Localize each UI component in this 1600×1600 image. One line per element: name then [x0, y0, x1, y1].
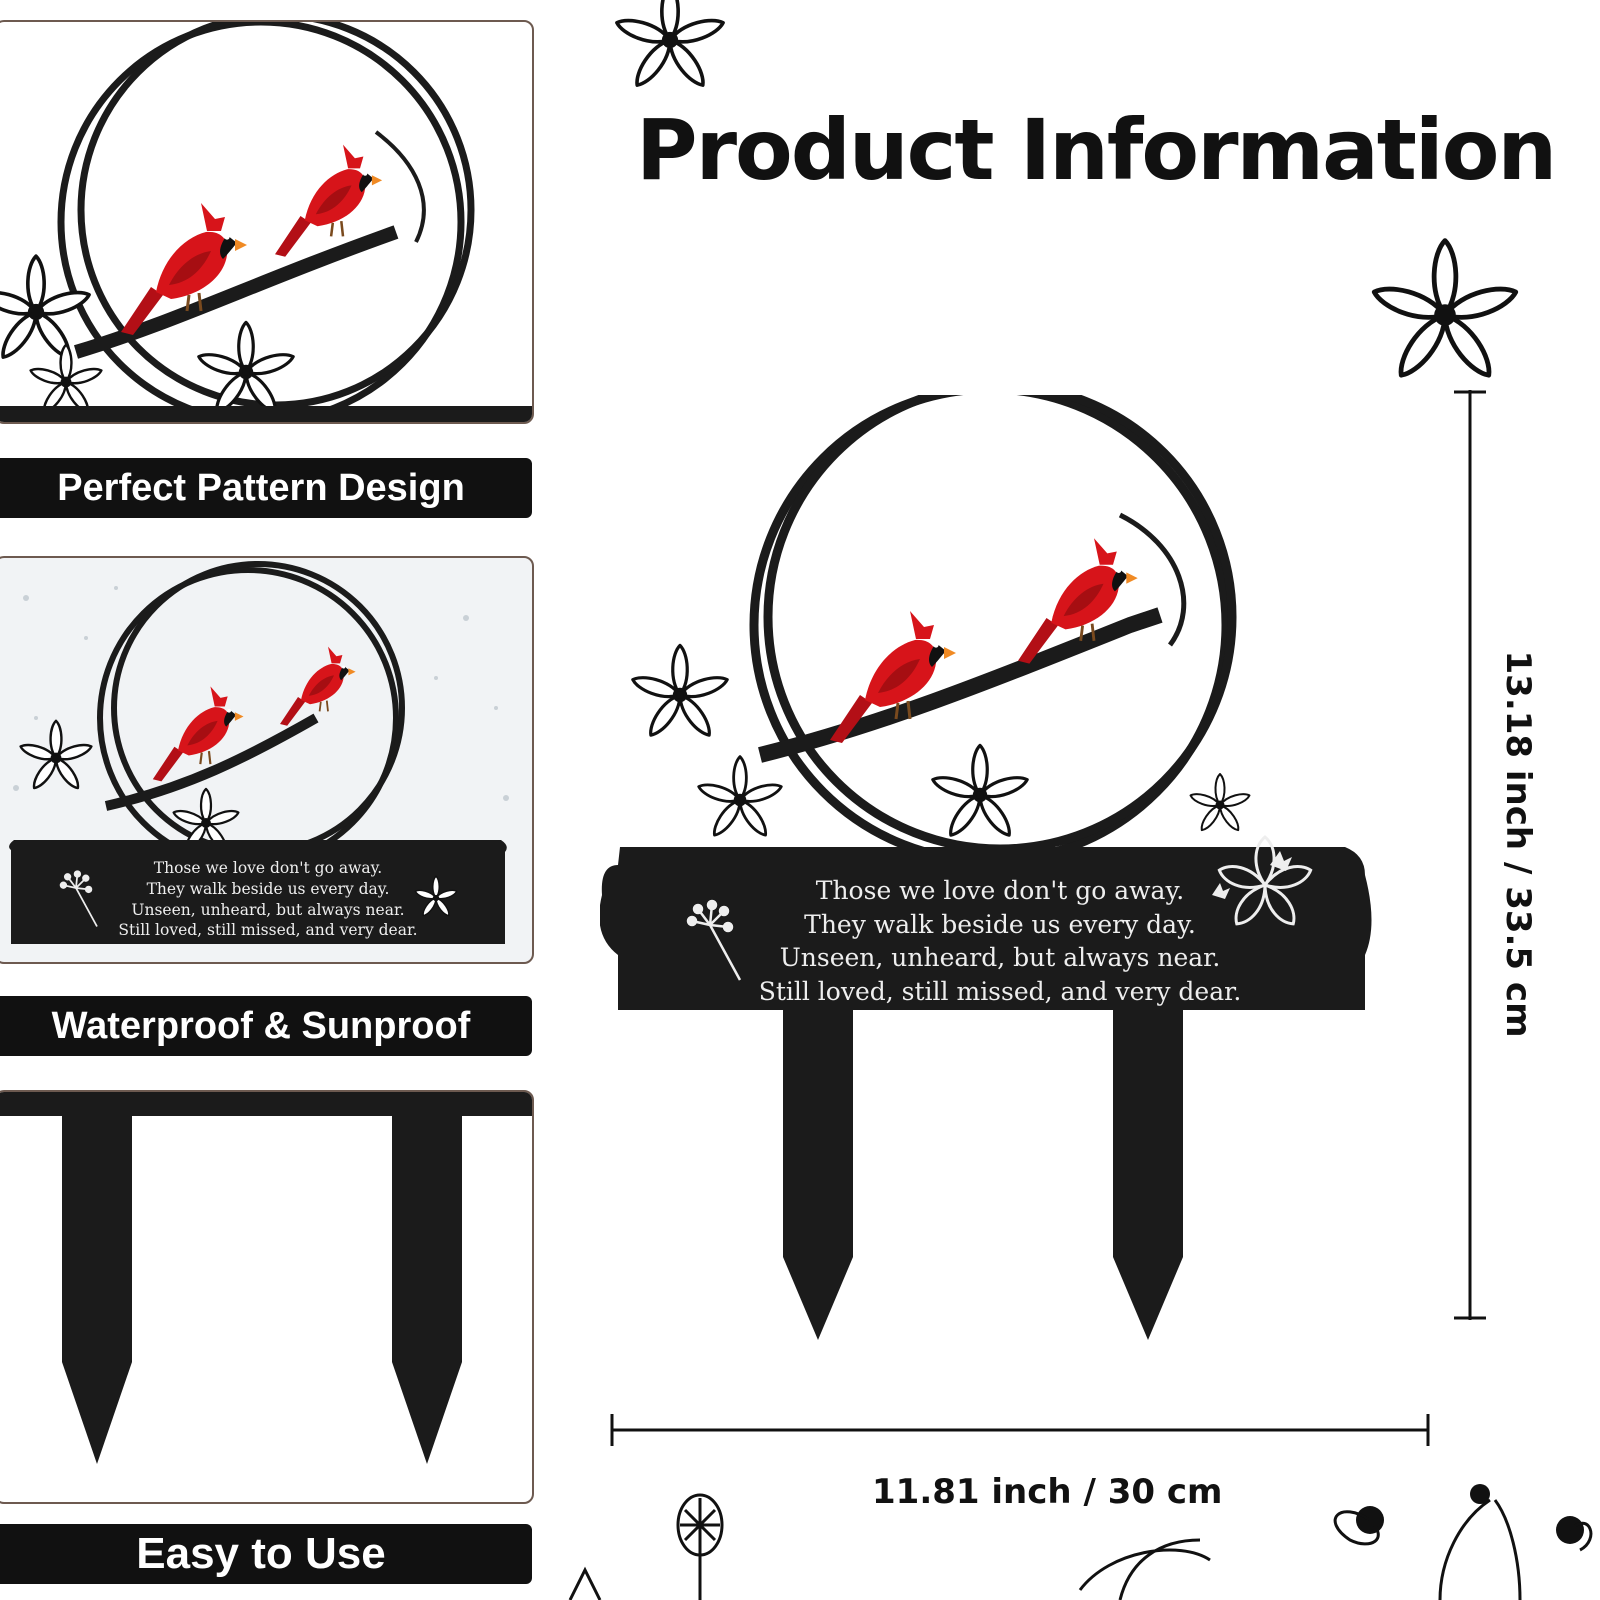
feature-label-text: Perfect Pattern Design	[57, 466, 465, 509]
width-dimension-line	[610, 1414, 1430, 1446]
panel-waterproof: Those we love don't go away. They walk b…	[0, 556, 534, 964]
flower-icon	[1217, 835, 1313, 926]
leaf-branch-icon	[1118, 512, 1187, 647]
poem-line: Unseen, unheard, but always near.	[131, 900, 405, 919]
flower-icon	[612, 0, 728, 92]
feature-label-waterproof: Waterproof & Sunproof	[0, 996, 532, 1056]
flower-icon	[928, 743, 1032, 841]
panel-easy-to-use	[0, 1090, 534, 1504]
poem-line: Those we love don't go away.	[153, 859, 383, 877]
flower-icon	[1188, 773, 1252, 834]
butterfly-icon	[1212, 851, 1292, 899]
memorial-stake-product-image	[600, 395, 1372, 1340]
stakes-closeup-image	[0, 1092, 532, 1464]
poem-line: Still loved, still missed, and very dear…	[758, 976, 1242, 1006]
height-dimension-label: 13.18 inch / 33.5 cm	[1498, 650, 1538, 1038]
cardinal-bird-icon	[279, 645, 357, 727]
height-dimension-line	[1454, 390, 1486, 1320]
feature-label-pattern-design: Perfect Pattern Design	[0, 458, 532, 518]
page-title: Product Information	[636, 101, 1557, 199]
poem-line: Unseen, unheard, but always near.	[779, 943, 1221, 972]
poem-line: Still loved, still missed, and very dear…	[118, 921, 418, 940]
leaf-branch-icon	[374, 130, 426, 243]
width-dimension-label: 11.81 inch / 30 cm	[872, 1472, 1223, 1512]
flower-icon	[628, 643, 732, 741]
flower-icon	[1320, 220, 1580, 400]
flower-icon	[17, 719, 95, 793]
feature-label-text: Waterproof & Sunproof	[51, 1004, 471, 1047]
pattern-closeup-image	[0, 22, 532, 422]
poem-main: Those we love don't go away. They walk b…	[740, 874, 1260, 1008]
feature-label-text: Easy to Use	[136, 1529, 386, 1578]
flower-icon	[27, 343, 105, 417]
poem-line: They walk beside us every day.	[804, 909, 1196, 939]
poem-line: Those we love don't go away.	[815, 876, 1185, 905]
panel-pattern-design	[0, 20, 534, 424]
feature-label-easy-to-use: Easy to Use	[0, 1524, 532, 1584]
waterproof-image	[9, 561, 509, 944]
flower-icon	[695, 755, 785, 841]
poem-small: Those we love don't go away. They walk b…	[88, 858, 448, 941]
poem-line: They walk beside us every day.	[146, 879, 390, 898]
decorative-flowers-bottom	[568, 1484, 1593, 1600]
